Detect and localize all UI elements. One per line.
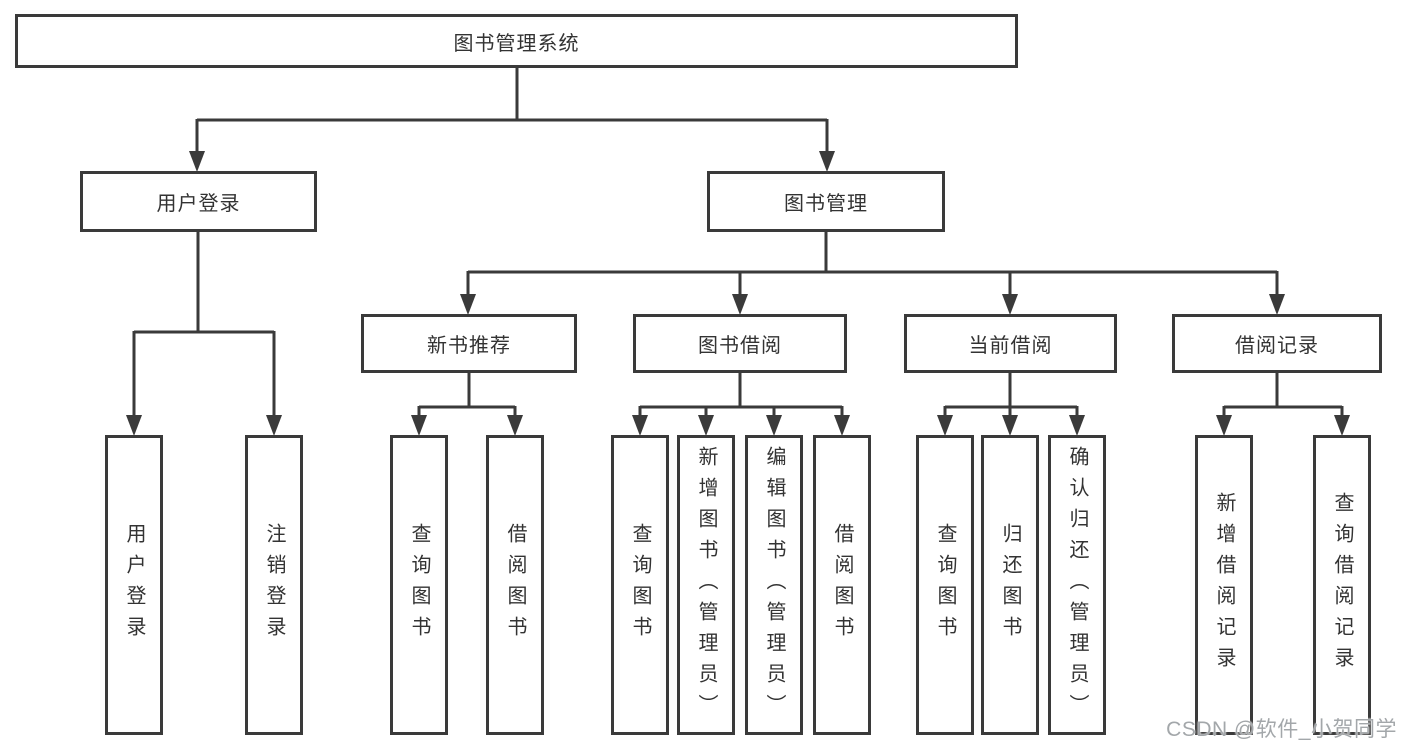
node-book-management-label: 图书管理: [784, 193, 868, 215]
node-borrow-record-label: 借阅记录: [1235, 335, 1319, 357]
leaf-borrow-book-2-label: 借阅图书: [831, 523, 853, 647]
leaf-add-book-admin: 新增图书（管理员）: [677, 435, 735, 735]
node-borrow-record: 借阅记录: [1172, 314, 1382, 373]
leaf-query-book-2: 查询图书: [611, 435, 669, 735]
leaf-add-borrow-record: 新增借阅记录: [1195, 435, 1253, 735]
leaf-query-book-3-label: 查询图书: [934, 523, 956, 647]
node-root: 图书管理系统: [15, 14, 1018, 68]
csdn-watermark: CSDN @软件_小贺同学: [1166, 718, 1397, 741]
leaf-borrow-book-1: 借阅图书: [486, 435, 544, 735]
leaf-edit-book-admin: 编辑图书（管理员）: [745, 435, 803, 735]
leaf-query-book-1: 查询图书: [390, 435, 448, 735]
node-current-borrow-label: 当前借阅: [968, 335, 1053, 357]
leaf-confirm-return-admin-label: 确认归还（管理员）: [1066, 445, 1088, 725]
leaf-return-book: 归还图书: [981, 435, 1039, 735]
node-root-label: 图书管理系统: [453, 32, 580, 55]
leaf-borrow-book-1-label: 借阅图书: [504, 523, 526, 647]
leaf-user-login: 用户登录: [105, 435, 163, 735]
node-new-book-recommend-label: 新书推荐: [427, 335, 511, 357]
node-new-book-recommend: 新书推荐: [361, 314, 577, 373]
node-book-borrow: 图书借阅: [633, 314, 847, 373]
node-current-borrow: 当前借阅: [904, 314, 1117, 373]
node-user-login-label: 用户登录: [156, 193, 241, 215]
leaf-borrow-book-2: 借阅图书: [813, 435, 871, 735]
leaf-query-book-3: 查询图书: [916, 435, 974, 735]
node-user-login: 用户登录: [80, 171, 317, 232]
leaf-query-book-2-label: 查询图书: [629, 523, 651, 647]
leaf-query-borrow-record-label: 查询借阅记录: [1331, 492, 1353, 678]
node-book-management: 图书管理: [707, 171, 945, 232]
leaf-logout: 注销登录: [245, 435, 303, 735]
node-book-borrow-label: 图书借阅: [698, 335, 782, 357]
leaf-add-book-admin-label: 新增图书（管理员）: [695, 445, 717, 725]
leaf-user-login-label: 用户登录: [123, 523, 145, 647]
leaf-query-borrow-record: 查询借阅记录: [1313, 435, 1371, 735]
leaf-return-book-label: 归还图书: [999, 523, 1021, 647]
leaf-add-borrow-record-label: 新增借阅记录: [1213, 492, 1235, 678]
leaf-query-book-1-label: 查询图书: [408, 523, 430, 647]
leaf-logout-label: 注销登录: [263, 523, 285, 647]
leaf-confirm-return-admin: 确认归还（管理员）: [1048, 435, 1106, 735]
leaf-edit-book-admin-label: 编辑图书（管理员）: [763, 445, 785, 725]
